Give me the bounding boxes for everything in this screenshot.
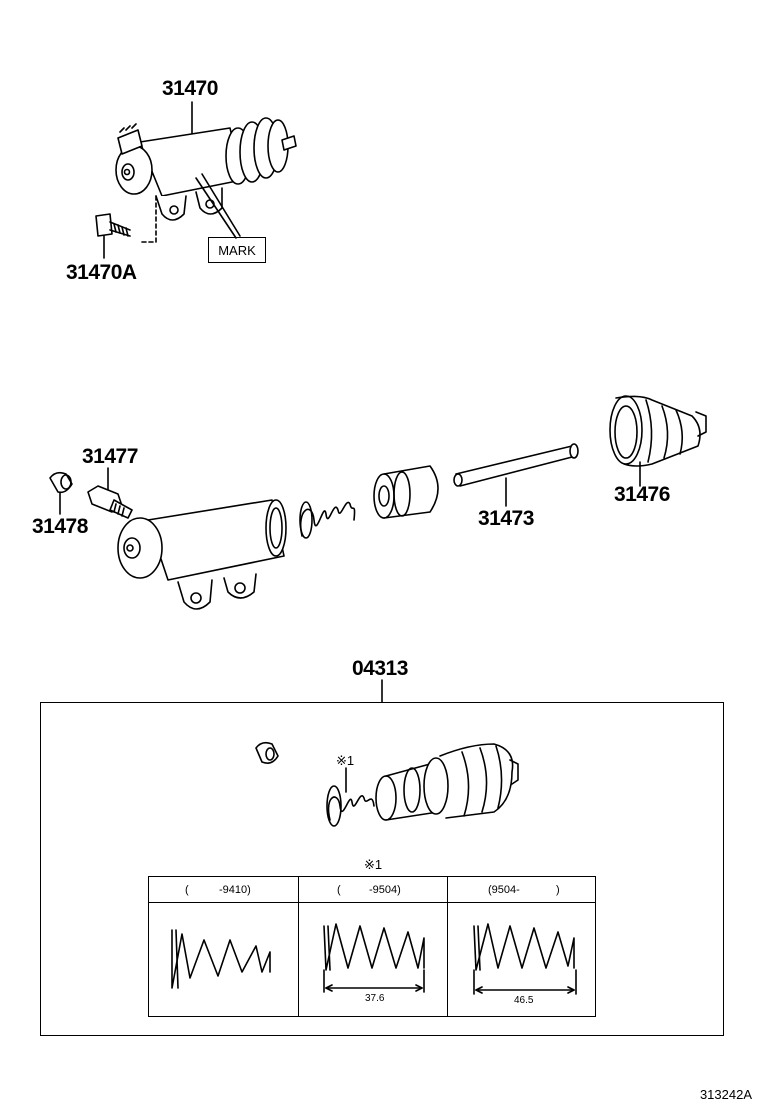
spring-variant-drawings bbox=[171, 923, 577, 995]
part-number-31476: 31476 bbox=[614, 483, 670, 506]
release-cylinder-assembly bbox=[95, 101, 297, 259]
part-number-31478: 31478 bbox=[32, 515, 88, 538]
variant-range: -9504) bbox=[369, 884, 401, 896]
part-number-31477: 31477 bbox=[82, 445, 138, 468]
variant-header: (9504- ) bbox=[448, 877, 596, 903]
mark-callout: MARK bbox=[208, 237, 266, 263]
spring-variant-table: ( -9410) ( -9504) 37.6 (9504- ) 46.5 bbox=[148, 876, 596, 1017]
kit-box bbox=[40, 702, 724, 1036]
part-number-31470: 31470 bbox=[162, 77, 218, 100]
part-number-31470a: 31470A bbox=[66, 261, 137, 284]
illustration-id: 313242A bbox=[699, 1087, 752, 1102]
variant-column: (9504- ) 46.5 bbox=[447, 877, 596, 1016]
variant-range: (9504- bbox=[488, 884, 520, 896]
exploded-view bbox=[49, 395, 707, 610]
variant-header: ( -9504) bbox=[299, 877, 447, 903]
spring-length-dimension: 46.5 bbox=[514, 995, 534, 1006]
part-number-31473: 31473 bbox=[478, 507, 534, 530]
part-number-04313: 04313 bbox=[352, 657, 408, 680]
variant-close-paren: ) bbox=[556, 884, 560, 896]
variant-header: ( -9410) bbox=[149, 877, 298, 903]
variant-column: ( -9410) bbox=[149, 877, 298, 1016]
variant-open-paren: ( bbox=[337, 884, 341, 896]
variant-range: -9410) bbox=[219, 884, 251, 896]
kit-contents bbox=[255, 679, 519, 827]
variant-open-paren: ( bbox=[185, 884, 189, 896]
spring-length-dimension: 37.6 bbox=[365, 993, 385, 1004]
kit-note-marker: ※1 bbox=[336, 753, 355, 768]
table-note-marker: ※1 bbox=[364, 857, 383, 872]
variant-column: ( -9504) 37.6 bbox=[298, 877, 447, 1016]
